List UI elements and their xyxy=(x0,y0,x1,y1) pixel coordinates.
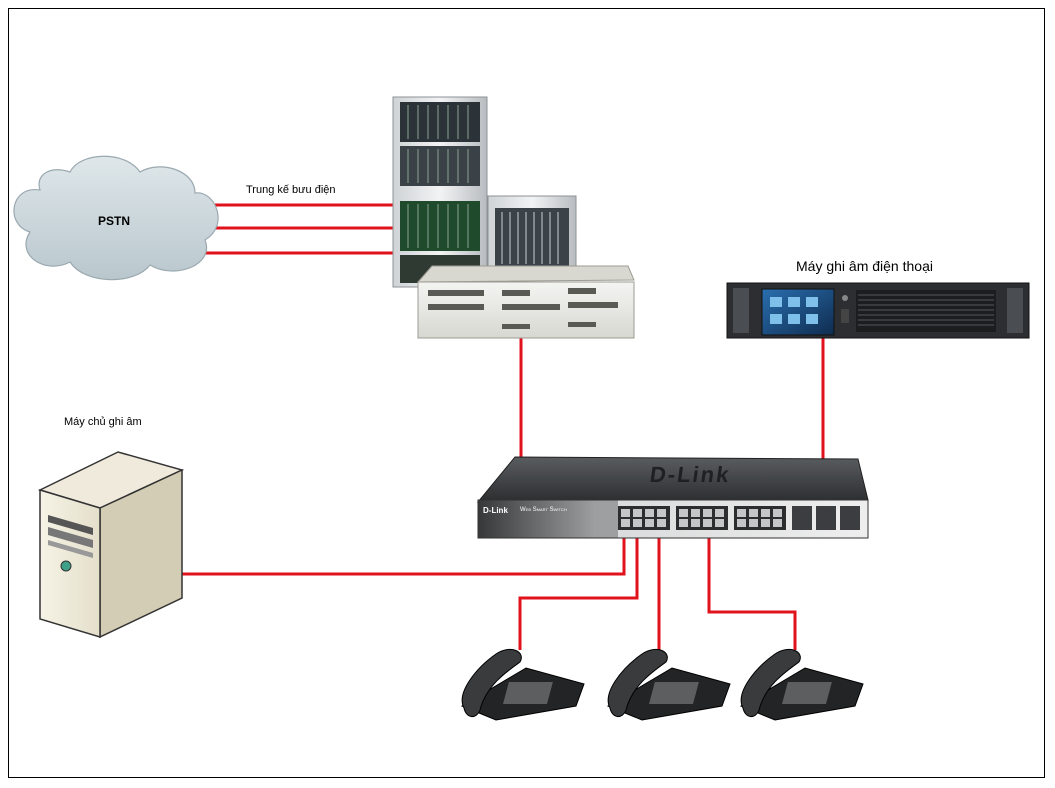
recorder-label: Máy ghi âm điện thoại xyxy=(796,258,933,274)
pstn-cloud-icon xyxy=(13,155,219,281)
desk-phone-icon-2 xyxy=(606,649,731,721)
desk-phone-icon-1 xyxy=(460,649,585,721)
switch-brand-label: D-Link xyxy=(483,506,508,515)
server-label: Máy chủ ghi âm xyxy=(64,416,142,428)
pstn-label: PSTN xyxy=(98,214,131,228)
pbx-chassis-icon xyxy=(416,265,635,339)
recording-server-icon xyxy=(37,451,185,639)
trunk-label: Trung kế bưu điện xyxy=(246,184,336,196)
switch-top-logo: D-Link xyxy=(648,462,733,487)
pbx-cabinet-icon xyxy=(487,195,577,277)
phone3-link xyxy=(707,530,797,650)
switch-series-label: Web Smart Switch xyxy=(520,507,567,513)
phone1-link xyxy=(518,530,639,650)
connection-lines xyxy=(180,203,825,650)
network-switch-icon xyxy=(476,456,869,539)
diagram-frame xyxy=(8,8,1045,778)
phone-recorder-icon xyxy=(726,282,1030,339)
pbx-rack-icon xyxy=(392,96,488,288)
desk-phone-icon-3 xyxy=(739,649,864,721)
server-switch-link xyxy=(180,530,626,576)
